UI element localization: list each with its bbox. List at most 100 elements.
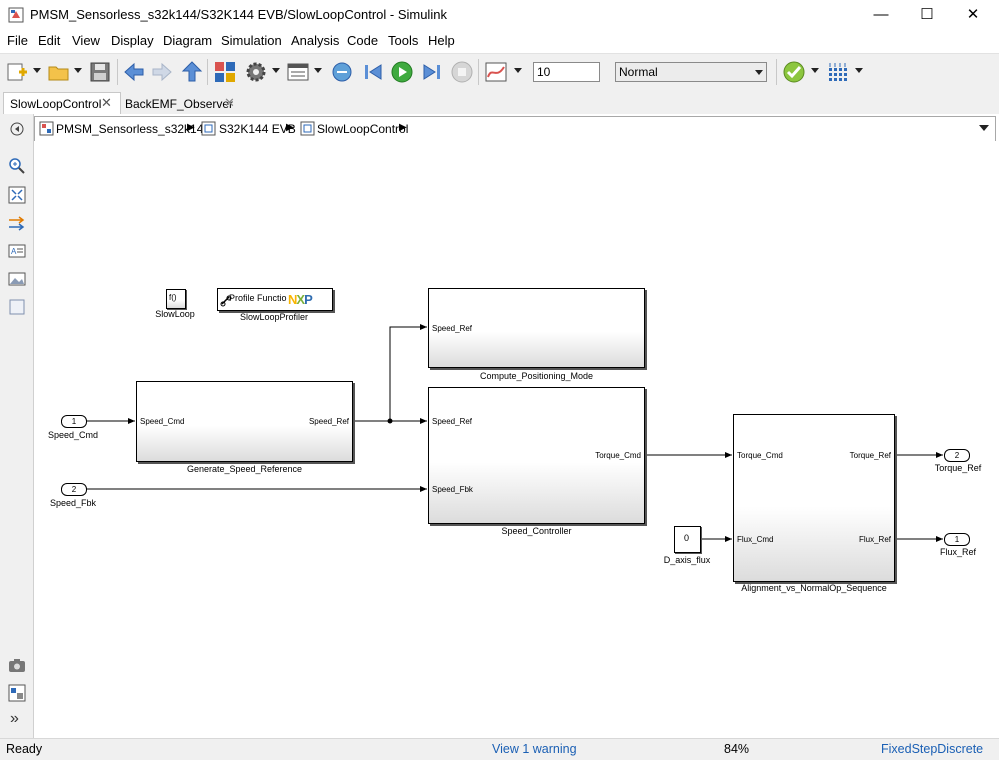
d-axis-flux-label: D_axis_flux	[663, 555, 711, 565]
port-label: Flux_Cmd	[737, 535, 774, 544]
step-back-icon[interactable]	[330, 60, 354, 84]
data-inspector-icon[interactable]	[484, 60, 508, 84]
port-label: Speed_Ref	[432, 417, 473, 426]
library-browser-icon[interactable]	[213, 60, 237, 84]
expand-palette-icon[interactable]: »	[10, 710, 19, 727]
compute-positioning-mode-block[interactable]: Speed_Ref	[428, 288, 645, 368]
slowloop-label: SlowLoop	[155, 309, 195, 319]
menu-display[interactable]: Display	[111, 33, 154, 48]
status-bar: Ready View 1 warning 84% FixedStepDiscre…	[0, 738, 999, 760]
simulink-app-icon	[8, 7, 24, 23]
menu-analysis[interactable]: Analysis	[291, 33, 340, 48]
build-dropdown-icon[interactable]	[855, 68, 863, 73]
solver-link[interactable]: FixedStepDiscrete	[881, 742, 984, 756]
fit-to-view-icon[interactable]	[8, 186, 26, 204]
speed-controller-block[interactable]: Speed_Ref Speed_Fbk Torque_Cmd	[428, 387, 645, 524]
profiler-label: SlowLoopProfiler	[239, 312, 309, 322]
menu-code[interactable]: Code	[347, 33, 379, 48]
open-dropdown-icon[interactable]	[74, 68, 82, 73]
inport-speed-fbk[interactable]: 2	[61, 483, 87, 496]
menu-simulation[interactable]: Simulation	[221, 33, 282, 48]
breadcrumb-item-current[interactable]: SlowLoopControl	[317, 122, 409, 136]
menu-bar: File Edit View Display Diagram Simulatio…	[0, 30, 999, 52]
port-label: Torque_Ref	[849, 451, 891, 460]
screenshot-camera-icon[interactable]	[8, 656, 26, 674]
advisor-dropdown-icon[interactable]	[811, 68, 819, 73]
menu-edit[interactable]: Edit	[38, 33, 61, 48]
zoom-icon[interactable]	[8, 157, 26, 175]
toolbar-separator	[776, 59, 777, 85]
alignment-sequence-block[interactable]: Torque_Cmd Flux_Cmd Torque_Ref Flux_Ref	[733, 414, 895, 582]
close-window-button[interactable]: ✕	[966, 6, 980, 23]
port-label: Speed_Ref	[432, 324, 473, 333]
title-bar: PMSM_Sensorless_s32k144/S32K144 EVB/Slow…	[0, 0, 999, 30]
slowloop-profiler-block[interactable]: Profile Functio NXP	[217, 288, 333, 311]
menu-diagram[interactable]: Diagram	[163, 33, 213, 48]
tab-slowloopcontrol[interactable]: SlowLoopControl ✕	[3, 92, 121, 114]
simulation-mode-select[interactable]: Normal	[615, 62, 767, 82]
model-icon	[39, 121, 54, 136]
annotation-icon[interactable]: A	[8, 242, 26, 260]
outport-torque-ref[interactable]: 2	[944, 449, 970, 462]
run-icon[interactable]	[390, 60, 414, 84]
port-label: Flux_Ref	[858, 535, 891, 544]
left-palette: A »	[0, 114, 34, 738]
model-advisor-check-icon[interactable]	[782, 60, 806, 84]
up-to-parent-icon[interactable]	[180, 60, 204, 84]
inspector-dropdown-icon[interactable]	[514, 68, 522, 73]
breadcrumb-dropdown-icon[interactable]	[979, 125, 989, 131]
close-tab-icon[interactable]: ✕	[224, 95, 235, 110]
model-explorer-icon[interactable]	[286, 60, 310, 84]
menu-view[interactable]: View	[72, 33, 100, 48]
minimize-button[interactable]: —	[873, 6, 889, 23]
subsystem-icon	[201, 121, 216, 136]
port-label: Torque_Cmd	[737, 451, 783, 460]
toolbar-separator	[117, 59, 118, 85]
d-axis-flux-constant-block[interactable]: 0	[674, 526, 701, 553]
model-settings-gear-icon[interactable]	[244, 60, 268, 84]
slowloop-block[interactable]: f()	[166, 289, 186, 309]
maximize-button[interactable]: ☐	[920, 6, 934, 23]
view-warnings-link[interactable]: View 1 warning	[492, 742, 577, 756]
signal-arrows-icon[interactable]	[8, 214, 26, 232]
outport-flux-ref[interactable]: 1	[944, 533, 970, 546]
toolbar-separator	[207, 59, 208, 85]
svg-text:A: A	[11, 247, 17, 256]
forward-arrow-icon[interactable]	[150, 60, 174, 84]
breadcrumb-item-evb[interactable]: S32K144 EVB	[219, 122, 296, 136]
new-model-icon[interactable]	[5, 60, 29, 84]
close-tab-icon[interactable]: ✕	[101, 95, 112, 110]
image-icon[interactable]	[8, 270, 26, 288]
inport-speed-cmd[interactable]: 1	[61, 415, 87, 428]
save-icon[interactable]	[88, 60, 112, 84]
alignment-sequence-label: Alignment_vs_NormalOp_Sequence	[741, 583, 887, 593]
generate-speed-reference-block[interactable]: Speed_Cmd Speed_Ref	[136, 381, 353, 462]
breadcrumb-item-model[interactable]: PMSM_Sensorless_s32k144	[56, 122, 211, 136]
stop-time-input[interactable]	[533, 62, 600, 82]
step-backward-icon[interactable]	[361, 60, 385, 84]
menu-file[interactable]: File	[7, 33, 28, 48]
explorer-dropdown-icon[interactable]	[314, 68, 322, 73]
tab-backemf-observer[interactable]: BackEMF_Observer ✕	[120, 92, 242, 113]
diagram-canvas[interactable]: f() SlowLoop Profile Functio NXP SlowLoo…	[34, 141, 996, 737]
tab-bar: SlowLoopControl ✕ BackEMF_Observer ✕	[0, 90, 999, 114]
hide-browser-icon[interactable]	[8, 120, 26, 138]
settings-dropdown-icon[interactable]	[272, 68, 280, 73]
new-dropdown-icon[interactable]	[33, 68, 41, 73]
menu-tools[interactable]: Tools	[388, 33, 419, 48]
open-folder-icon[interactable]	[47, 60, 71, 84]
link-chain-icon	[220, 295, 232, 307]
subsystem-icon	[300, 121, 315, 136]
nxp-logo: NXP	[288, 292, 313, 307]
stop-icon[interactable]	[450, 60, 474, 84]
build-grid-icon[interactable]	[826, 60, 850, 84]
menu-help[interactable]: Help	[428, 33, 455, 48]
port-label: Speed_Ref	[308, 417, 349, 426]
tab-label: BackEMF_Observer	[125, 97, 234, 111]
breadcrumb-arrow-icon: ▶	[399, 122, 407, 133]
generate-speed-reference-label: Generate_Speed_Reference	[186, 464, 303, 474]
model-browser-icon[interactable]	[8, 684, 26, 702]
area-icon[interactable]	[8, 298, 26, 316]
back-arrow-icon[interactable]	[122, 60, 146, 84]
step-forward-icon[interactable]	[420, 60, 444, 84]
